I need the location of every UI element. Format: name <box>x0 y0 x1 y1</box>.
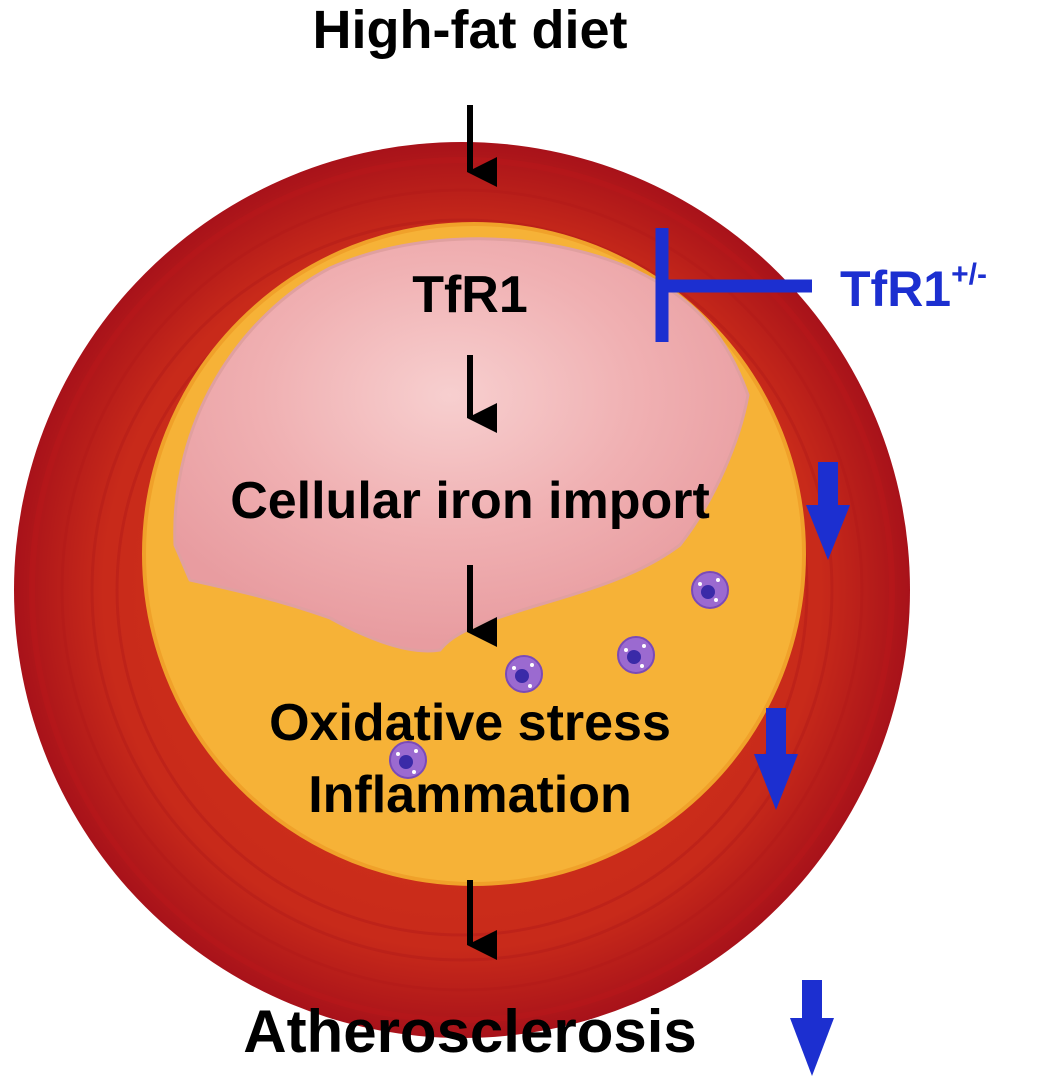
blue-down-arrow-icon <box>790 980 834 1076</box>
macrophage-cell-icon <box>617 636 655 674</box>
iron-import-label: Cellular iron import <box>230 472 710 530</box>
vessel-lumen <box>173 237 750 653</box>
tfr1-label: TfR1 <box>412 266 528 324</box>
top-label: High-fat diet <box>313 0 628 60</box>
vessel-inner-ring <box>29 157 895 1023</box>
inhibitor-label-base: TfR1 <box>840 261 951 317</box>
macrophage-cell-icon <box>505 655 543 693</box>
macrophage-cell-icon <box>691 571 729 609</box>
inhibitor-label: TfR1+/- <box>840 258 987 317</box>
blue-down-arrow-icon <box>754 708 798 810</box>
oxidative-stress-label: Oxidative stress <box>269 694 671 752</box>
inflammation-label: Inflammation <box>308 766 632 824</box>
inhibition-bar-icon <box>655 228 812 342</box>
blue-down-arrow-icon <box>806 462 850 560</box>
outcome-label: Atherosclerosis <box>243 998 697 1065</box>
macrophage-cell-icon <box>389 741 427 779</box>
inhibitor-label-superscript: +/- <box>951 258 987 291</box>
